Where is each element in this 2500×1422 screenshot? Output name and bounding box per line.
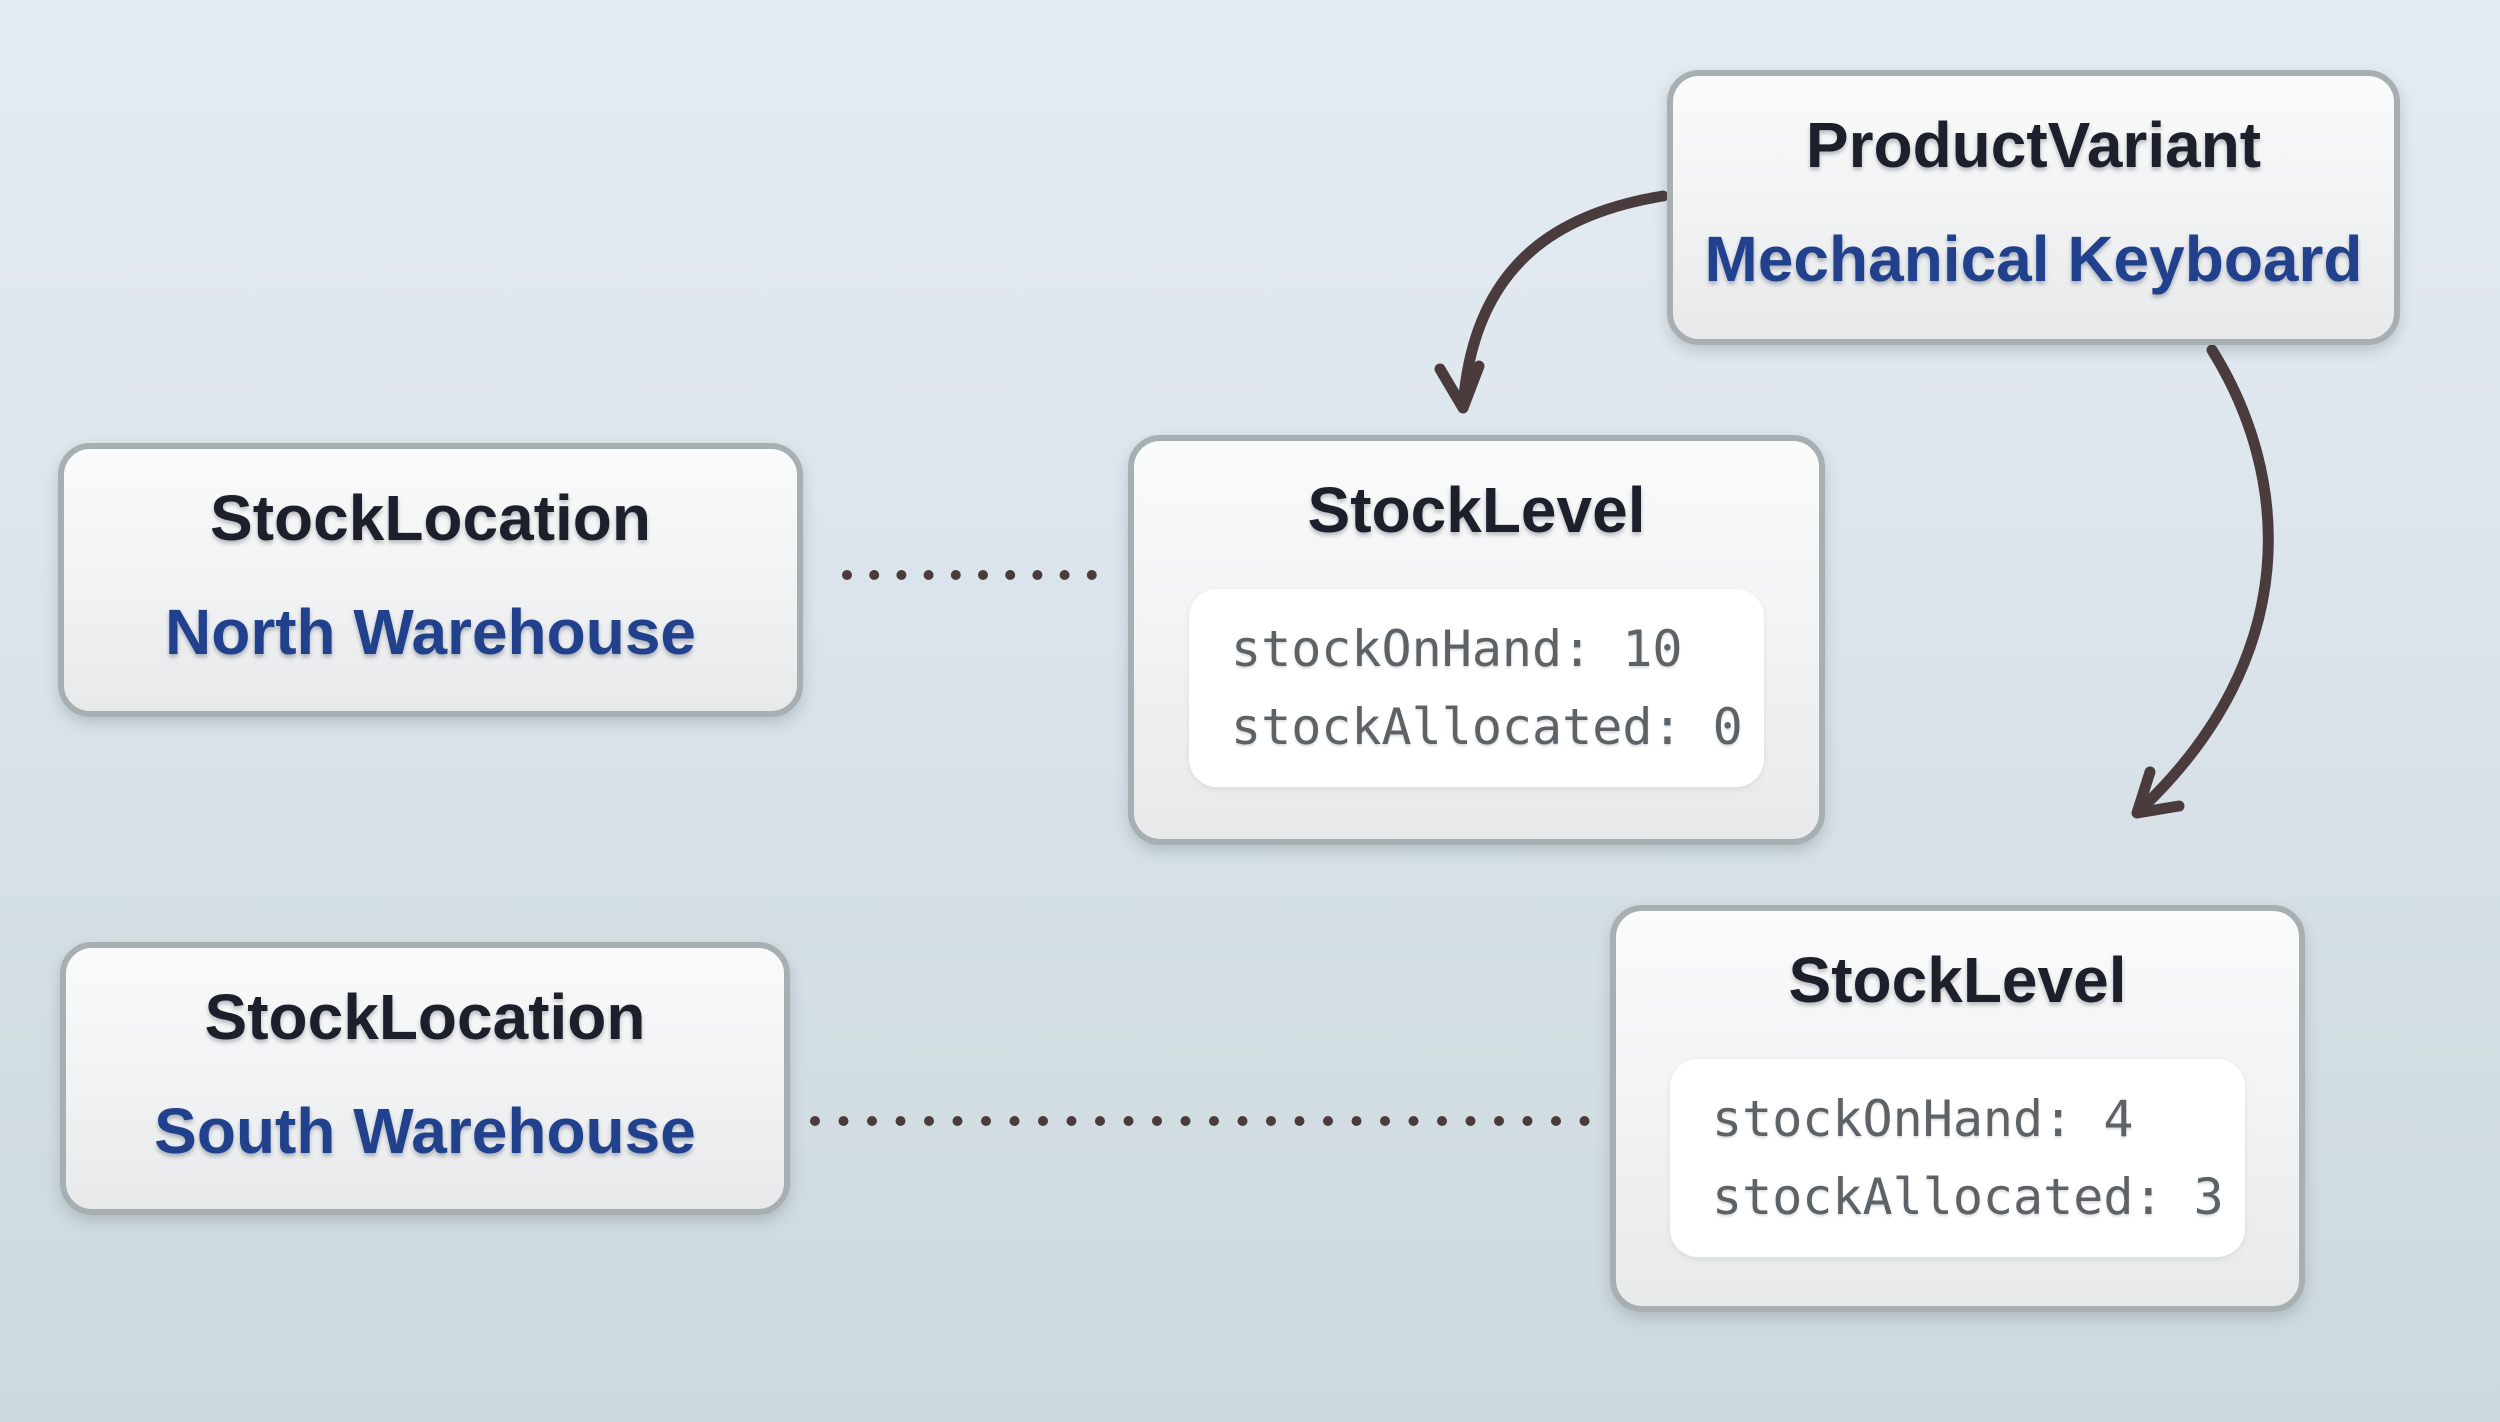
link-dot [1038, 1116, 1048, 1126]
edge-productvariant-to-stocklevel-north [1434, 190, 1669, 414]
link-dot [1009, 1116, 1020, 1126]
link-dot [1408, 1116, 1419, 1126]
entity-type-label: StockLocation [210, 482, 651, 554]
stock-on-hand-line: stockOnHand: 4 [1712, 1090, 2134, 1148]
arrowhead-down-left-icon [2131, 766, 2185, 819]
dotted-link-north-location-to-level [842, 570, 1097, 580]
link-dot [810, 1116, 820, 1126]
link-dot [950, 570, 961, 580]
entity-type-label: StockLocation [204, 981, 646, 1053]
link-dot [1266, 1116, 1276, 1126]
link-dot [1123, 1116, 1134, 1126]
link-dot [1551, 1116, 1561, 1126]
entity-type-label: ProductVariant [1805, 109, 2262, 181]
entity-instance-name: North Warehouse [165, 596, 696, 668]
link-dot [1095, 1116, 1105, 1126]
node-stock-level-south: StockLevel stockOnHand: 4 stockAllocated… [1610, 905, 2305, 1312]
stock-values-panel: stockOnHand: 10 stockAllocated: 0 [1189, 589, 1764, 787]
link-dot [952, 1116, 963, 1126]
link-dot [1005, 570, 1016, 580]
link-dot [1494, 1116, 1504, 1126]
link-dot [1086, 570, 1097, 580]
link-dot [1066, 1116, 1077, 1126]
link-dot [924, 1116, 934, 1126]
link-dot [1380, 1116, 1390, 1126]
link-dot [896, 570, 907, 580]
entity-instance-name: Mechanical Keyboard [1704, 223, 2363, 295]
stock-allocated-line: stockAllocated: 3 [1712, 1168, 2224, 1226]
link-dot [1180, 1116, 1191, 1126]
link-dot [1351, 1116, 1362, 1126]
link-dot [978, 570, 988, 580]
link-dot [923, 570, 934, 580]
link-dot [838, 1116, 849, 1126]
arrow-curve [1458, 190, 1669, 402]
entity-instance-name: South Warehouse [154, 1095, 696, 1167]
link-dot [1437, 1116, 1447, 1126]
edge-productvariant-to-stocklevel-south [2131, 344, 2274, 819]
link-dot [1579, 1116, 1590, 1126]
arrowhead-down-icon [1434, 360, 1485, 414]
stock-on-hand-line: stockOnHand: 10 [1231, 620, 1683, 678]
node-product-variant: ProductVariant Mechanical Keyboard [1667, 70, 2400, 345]
stock-values-panel: stockOnHand: 4 stockAllocated: 3 [1670, 1059, 2245, 1257]
link-dot [1032, 570, 1043, 580]
link-dot [869, 570, 880, 580]
entity-type-label: StockLevel [1307, 474, 1646, 546]
link-dot [1059, 570, 1070, 580]
link-dot [867, 1116, 877, 1126]
stock-allocated-line: stockAllocated: 0 [1231, 698, 1743, 756]
entity-type-label: StockLevel [1788, 944, 2127, 1016]
dotted-link-south-location-to-level [810, 1116, 1590, 1126]
node-stock-level-north: StockLevel stockOnHand: 10 stockAllocate… [1128, 435, 1825, 845]
arrow-curve [2133, 344, 2274, 817]
link-dot [981, 1116, 991, 1126]
link-dot [1323, 1116, 1333, 1126]
link-dot [1237, 1116, 1248, 1126]
link-dot [842, 570, 852, 580]
link-dot [1522, 1116, 1533, 1126]
link-dot [1465, 1116, 1476, 1126]
link-dot [895, 1116, 906, 1126]
link-dot [1152, 1116, 1162, 1126]
link-dot [1294, 1116, 1305, 1126]
node-stock-location-south: StockLocation South Warehouse [60, 942, 790, 1215]
link-dot [1209, 1116, 1219, 1126]
node-stock-location-north: StockLocation North Warehouse [58, 443, 803, 717]
